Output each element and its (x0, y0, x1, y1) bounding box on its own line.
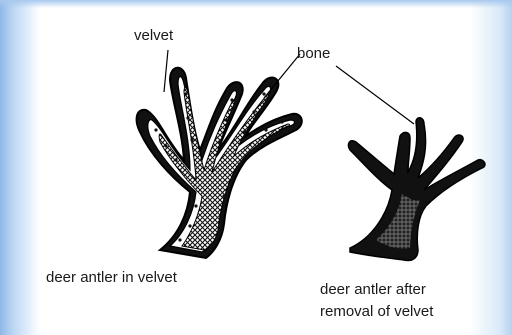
antler-bone-only (348, 118, 485, 261)
bone-label: bone (297, 44, 330, 64)
bone-leader-line-left (264, 54, 300, 98)
bone-antler-shape (348, 118, 485, 261)
caption-right-line1: deer antler after (320, 280, 426, 300)
velvet-leader-line (164, 50, 168, 92)
caption-right-line2: removal of velvet (320, 302, 433, 322)
velvet-label: velvet (134, 26, 173, 46)
caption-left: deer antler in velvet (46, 268, 177, 288)
bone-leader-line-right (336, 66, 414, 124)
antler-in-velvet (137, 68, 302, 258)
